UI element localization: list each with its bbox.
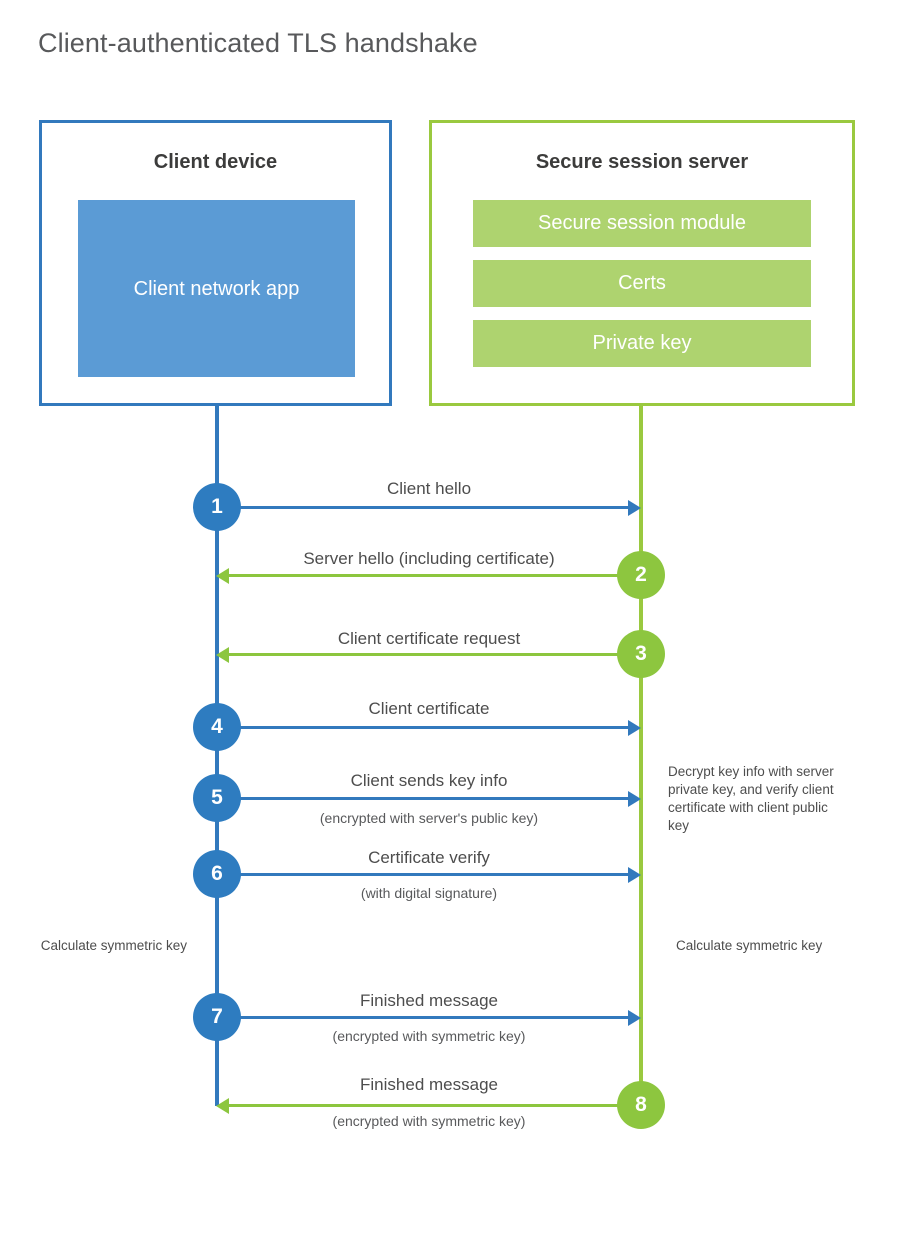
step-6-arrow-line [217, 873, 630, 876]
step-3-arrow-line [227, 653, 641, 656]
client-device-title: Client device [153, 151, 278, 173]
step-4-arrow-head-icon [628, 719, 641, 736]
server-decrypt-note: Decrypt key info with server private key… [668, 764, 834, 833]
step-3-circle: 3 [617, 630, 665, 678]
server-component-private-key: Private key [473, 320, 811, 367]
secure-session-server-title: Secure session server [535, 151, 749, 173]
step-2-arrow-head-icon [216, 567, 229, 584]
client-calculate-symmetric-key-note: Calculate symmetric key [40, 938, 187, 953]
server-component-secure-session-module: Secure session module [473, 200, 811, 247]
step-5-label: Client sends key info [350, 771, 508, 790]
step-5-arrow-head-icon [628, 790, 641, 807]
client-network-app-block: Client network app [78, 200, 355, 377]
page-title: Client-authenticated TLS handshake [38, 28, 478, 58]
step-3-arrow-head-icon [216, 646, 229, 663]
step-6-arrow-head-icon [628, 866, 641, 883]
server-component-certs: Certs [473, 260, 811, 307]
step-1-arrow-head-icon [628, 499, 641, 516]
step-2-circle: 2 [617, 551, 665, 599]
step-1-circle: 1 [193, 483, 241, 531]
step-8-label: Finished message [360, 1075, 498, 1094]
client-network-app-label: Client network app [133, 277, 300, 300]
client-lifeline [215, 406, 219, 1106]
step-5-arrow-line [217, 797, 630, 800]
step-8-arrow-line [227, 1104, 641, 1107]
step-6-circle: 6 [193, 850, 241, 898]
step-2-arrow-line [227, 574, 641, 577]
step-1-label: Client hello [386, 479, 472, 498]
step-8-arrow-head-icon [216, 1097, 229, 1114]
step-8-sublabel: (encrypted with symmetric key) [332, 1113, 526, 1129]
step-7-sublabel: (encrypted with symmetric key) [332, 1028, 526, 1044]
step-6-label: Certificate verify [368, 848, 490, 867]
step-1-arrow-line [217, 506, 630, 509]
step-2-label: Server hello (including certificate) [303, 549, 555, 568]
step-3-label: Client certificate request [337, 629, 521, 648]
server-calculate-symmetric-key-note: Calculate symmetric key [676, 938, 823, 953]
step-5-sublabel: (encrypted with server's public key) [319, 810, 539, 826]
server-lifeline [639, 406, 643, 1106]
step-5-circle: 5 [193, 774, 241, 822]
step-8-circle: 8 [617, 1081, 665, 1129]
step-7-circle: 7 [193, 993, 241, 1041]
step-4-circle: 4 [193, 703, 241, 751]
step-6-sublabel: (with digital signature) [360, 885, 498, 901]
client-device-box: Client device Client network app [39, 120, 392, 406]
step-7-label: Finished message [360, 991, 498, 1010]
server-components-list: Secure session module Certs Private key [473, 200, 811, 380]
step-7-arrow-line [217, 1016, 630, 1019]
step-7-arrow-head-icon [628, 1009, 641, 1026]
step-4-arrow-line [217, 726, 630, 729]
step-4-label: Client certificate [368, 699, 490, 718]
secure-session-server-box: Secure session server Secure session mod… [429, 120, 855, 406]
